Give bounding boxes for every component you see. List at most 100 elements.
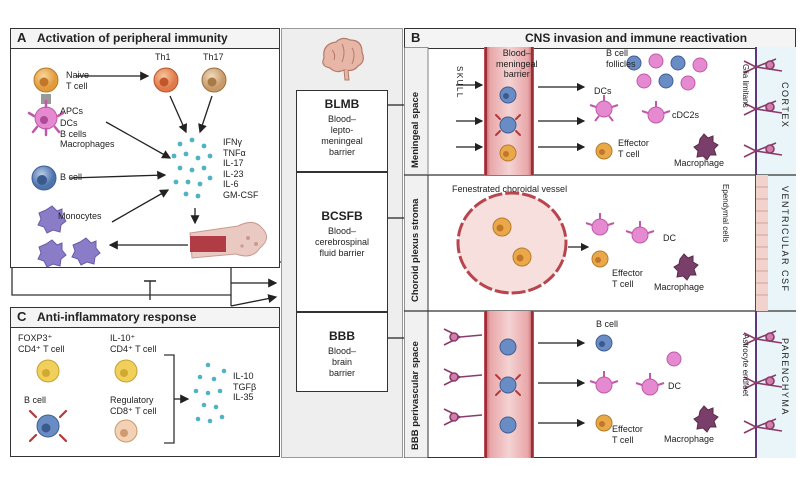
panel-a-header: A Activation of peripheral immunity [11, 29, 279, 49]
foxp3-label: FOXP3⁺ CD4⁺ T cell [18, 333, 65, 354]
dc-icon-r3 [635, 373, 665, 396]
ependymal-cells [756, 186, 768, 296]
b-cell-label-c: B cell [24, 395, 47, 405]
th17-cell-icon [201, 67, 227, 93]
fenestrated-vessel-label: Fenestrated choroidal vessel [452, 184, 568, 194]
cytokine-dots [171, 137, 213, 199]
effector-t-cell-label-r3: Effector T cell [612, 424, 643, 445]
macrophage-icon-r2 [673, 253, 699, 281]
dcs-label: DCs [594, 86, 612, 96]
ventricular-csf-label: VENTRICULAR CSF [780, 186, 790, 293]
panel-b-header: B CNS invasion and immune reactivation [405, 29, 795, 49]
macrophage-label-r2: Macrophage [654, 282, 705, 292]
effector-t-cell-icon-r2 [591, 250, 609, 268]
bcsfb-full: Blood– cerebrospinal fluid barrier [314, 226, 370, 258]
parenchyma-label: PARENCHYMA [780, 338, 790, 416]
bone-marrow-icon [189, 222, 267, 259]
meningeal-space-label: Meningeal space [410, 91, 421, 168]
macrophage-icon-r3 [693, 405, 719, 433]
apcs-list-label: DCs B cells Macrophages [60, 118, 115, 149]
dc-label-r3: DC [668, 381, 681, 391]
glia-limitans-label: Glia limitans [741, 64, 750, 108]
effector-t-cell-icon-r1 [595, 142, 613, 160]
choroidal-vessel [456, 191, 568, 295]
t-cell-in-vessel-2 [512, 247, 532, 267]
b-cell-follicles-label: B cell follicles [606, 48, 636, 69]
panel-b-illustration [404, 47, 796, 458]
effector-t-cell-label-r2: Effector T cell [612, 268, 643, 289]
panel-c-title: Anti-inflammatory response [37, 310, 197, 324]
effector-t-cell-label-r1: Effector T cell [618, 138, 649, 159]
t-cell-icon-r1 [499, 144, 517, 162]
monocyte-icon [37, 205, 67, 234]
th1-cell-icon [153, 67, 179, 93]
blood-meningeal-barrier-label: Blood– meningeal barrier [496, 48, 538, 79]
panel-c-letter: C [17, 309, 27, 324]
naive-t-cell-label: Naive T cell [66, 70, 90, 91]
blmb-full: Blood– lepto- meningeal barrier [321, 114, 363, 157]
b-cell-follicles-icon [626, 53, 708, 91]
bcsfb-box: BCSFB Blood– cerebrospinal fluid barrier [296, 172, 388, 312]
panel-c-illustration [28, 354, 227, 444]
il10-t-cell-icon [114, 359, 138, 383]
apc-dendritic-icon [27, 99, 65, 137]
dc-icon-r3-a [589, 371, 619, 394]
b-cell-icon-r3-vessel-c [499, 416, 517, 434]
skull-label: SKULL [455, 66, 464, 99]
panel-a-letter: A [17, 30, 27, 45]
macrophage-label-r1: Macrophage [674, 158, 725, 168]
cortex-label: CORTEX [780, 82, 790, 129]
regulatory-label: Regulatory CD8⁺ T cell [110, 395, 157, 416]
effector-t-cell-icon-r3 [595, 414, 613, 432]
bbb-box: BBB Blood– brain barrier [296, 312, 388, 392]
panel-b-letter: B [411, 30, 421, 45]
b-cell-label-r3: B cell [596, 319, 619, 329]
astrocyte-endfeet-label: Astrocyte endfeet [741, 334, 750, 397]
blmb-abbr: BLMB [324, 97, 360, 111]
b-cell-icon-r3-vessel-b [495, 374, 521, 396]
b-cell-icon-c [28, 409, 68, 443]
monocyte-icon-2 [37, 237, 101, 268]
brain-icon [322, 37, 364, 81]
choroid-plexus-label: Choroid plexus stroma [410, 198, 421, 302]
mhc-icon [41, 94, 51, 104]
apcs-label: APCs [60, 106, 84, 116]
monocytes-label: Monocytes [58, 211, 102, 221]
blmb-box: BLMB Blood– lepto- meningeal barrier [296, 90, 388, 172]
b-cell-icon-r1 [499, 86, 517, 104]
panel-a-illustration [27, 67, 267, 268]
bbb-perivascular-label: BBB perivascular space [410, 341, 421, 450]
cdc2s-label: cDC2s [672, 110, 700, 120]
bbb-full: Blood– brain barrier [327, 346, 357, 378]
foxp3-t-cell-icon [36, 359, 60, 383]
th1-label: Th1 [155, 52, 171, 62]
b-cell-icon-r3-vessel [499, 338, 517, 356]
ependymal-cells-label: Ependymal cells [721, 184, 730, 243]
astrocyte-icons-r3-left [443, 328, 483, 426]
b-cell-icon [31, 165, 57, 191]
anti-inflammatory-cytokine-dots [193, 362, 227, 424]
dc-icon-r3-b [666, 351, 682, 367]
panel-a-title: Activation of peripheral immunity [37, 31, 228, 45]
cdc2s-icon [641, 101, 671, 124]
proinflammatory-cytokines-label: IFNγ TNFα IL-17 IL-23 IL-6 GM-CSF [223, 137, 259, 200]
bbb-abbr: BBB [329, 329, 355, 343]
macrophage-icon-r1 [693, 133, 719, 161]
bracket [164, 354, 175, 444]
astrocyte-icons-r1 [743, 58, 783, 158]
b-cell-icon-r3 [595, 334, 613, 352]
anti-inflammatory-cytokines-label: IL-10 TGFβ IL-35 [233, 371, 257, 402]
dc-icon-r2 [625, 221, 655, 244]
dc-icon-r1 [589, 95, 619, 122]
panel-b-title: CNS invasion and immune reactivation [525, 31, 748, 45]
b-cell-label: B cell [60, 172, 83, 182]
t-cell-in-vessel-1 [492, 217, 512, 237]
th17-label: Th17 [203, 52, 224, 62]
naive-t-cell-icon [33, 67, 59, 93]
il10-label: IL-10⁺ CD4⁺ T cell [110, 333, 157, 354]
macrophage-label-r3: Macrophage [664, 434, 715, 444]
regulatory-cd8-t-cell-icon [114, 419, 138, 443]
astrocyte-icons-r3 [743, 330, 783, 434]
panel-c-header: C Anti-inflammatory response [11, 308, 279, 328]
bcsfb-abbr: BCSFB [321, 209, 363, 223]
